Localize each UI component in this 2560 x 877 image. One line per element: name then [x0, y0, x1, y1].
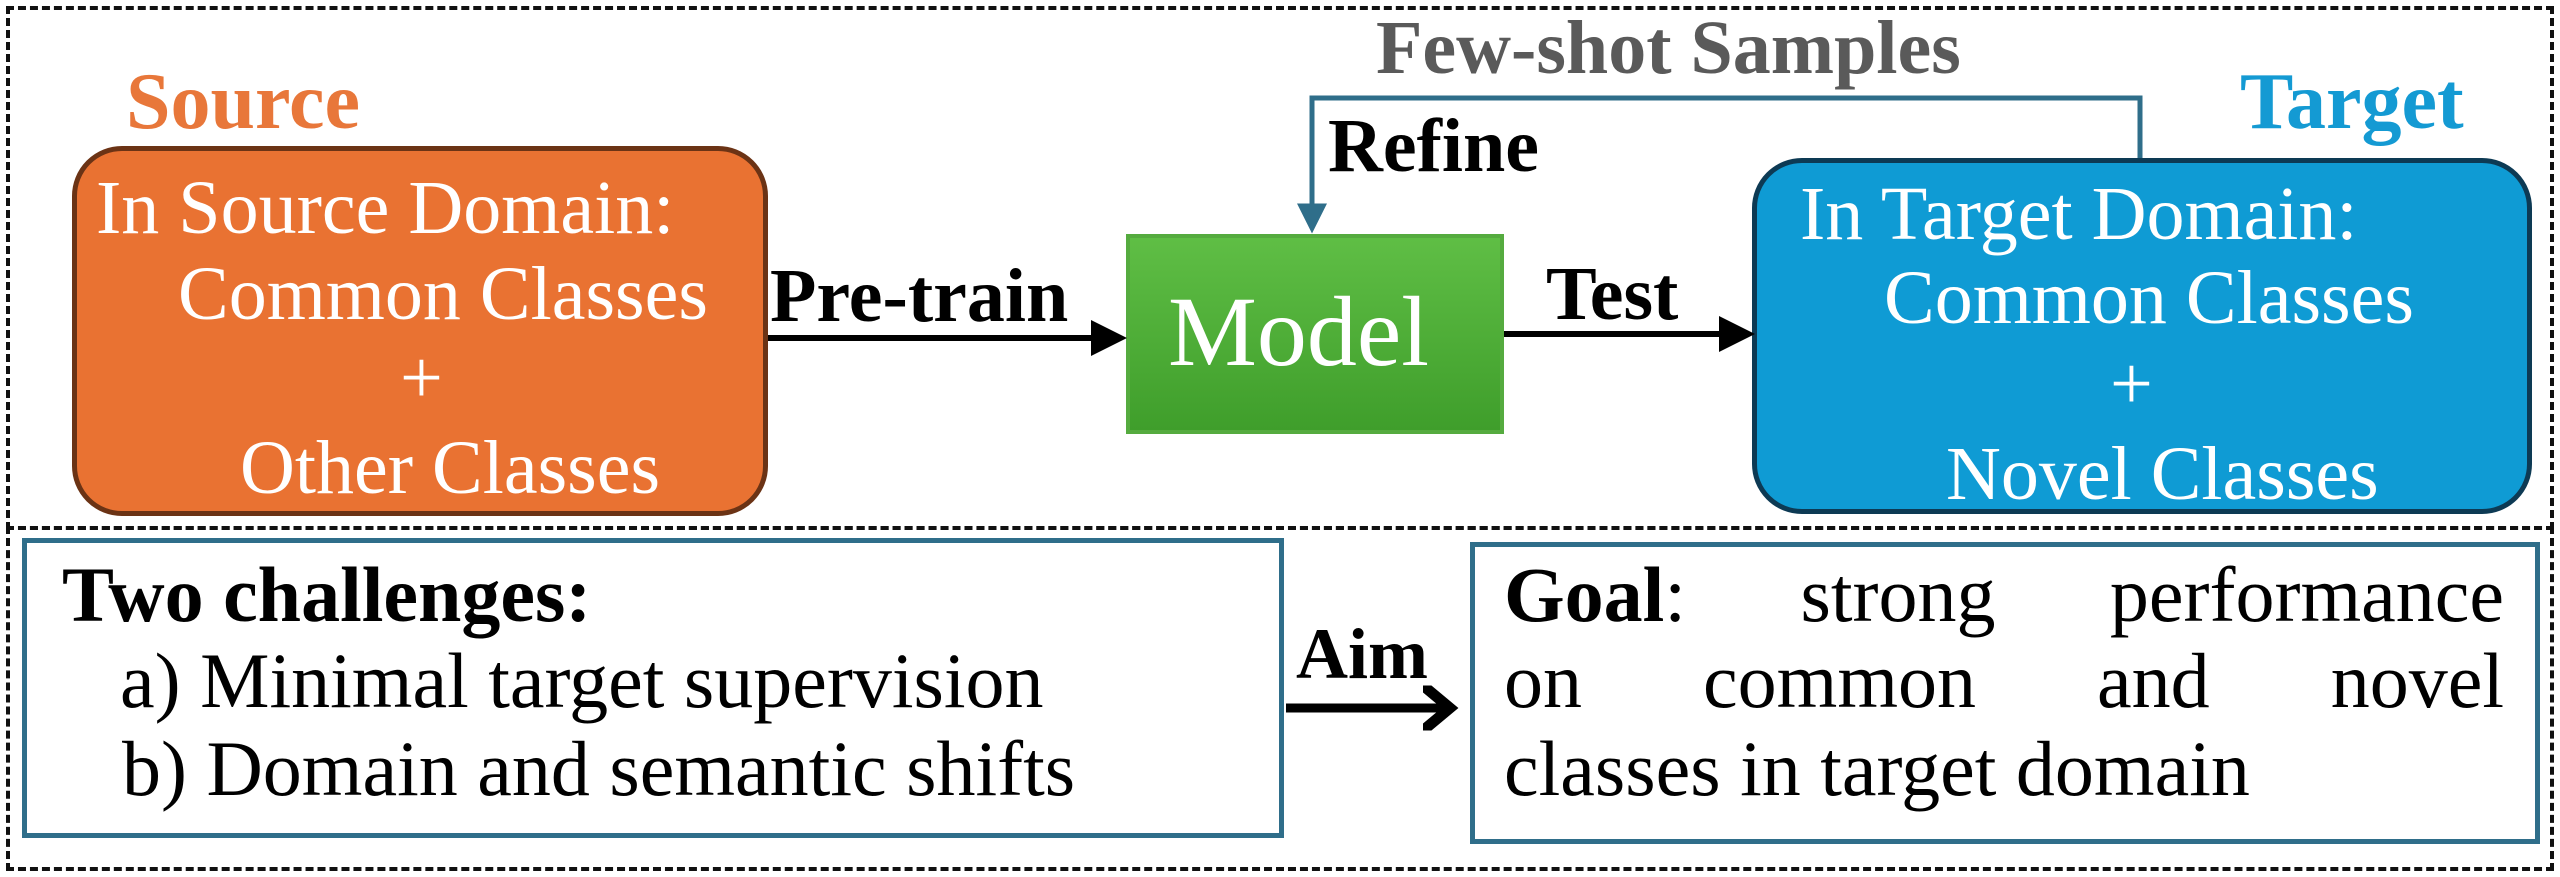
refine-arrow — [1297, 95, 2143, 234]
target-box-line4: Novel Classes — [1946, 432, 2379, 516]
challenge-b: b) Domain and semantic shifts — [122, 725, 1076, 812]
goal-box — [1470, 542, 2540, 844]
goal-line1-rest: : strong performance — [1664, 551, 2504, 638]
target-domain-box — [1752, 158, 2532, 514]
model-label: Model — [1168, 276, 1430, 387]
aim-label: Aim — [1296, 614, 1428, 694]
few-shot-samples-label: Few-shot Samples — [1376, 6, 1961, 90]
challenges-title: Two challenges: — [62, 551, 592, 638]
source-domain-box — [72, 146, 768, 516]
goal-line1: Goal: strong performance — [1504, 556, 2504, 634]
source-box-line3: + — [400, 336, 443, 420]
source-title: Source — [126, 58, 361, 146]
model-box — [1126, 234, 1504, 434]
source-box-line1: In Source Domain: — [96, 166, 675, 250]
challenge-a: a) Minimal target supervision — [120, 637, 1044, 724]
test-label: Test — [1546, 252, 1679, 336]
pretrain-label: Pre-train — [770, 254, 1069, 338]
target-box-line2: Common Classes — [1884, 256, 2414, 340]
target-title: Target — [2240, 58, 2464, 146]
source-box-line2: Common Classes — [178, 252, 708, 336]
target-box-line3: + — [2110, 342, 2153, 426]
challenges-box — [22, 538, 1284, 838]
refine-label: Refine — [1328, 104, 1540, 188]
goal-line3: classes in target domain — [1504, 725, 2250, 812]
bottom-dashed-frame — [6, 526, 2554, 871]
source-box-line4: Other Classes — [240, 426, 661, 510]
target-box-line1: In Target Domain: — [1800, 172, 2358, 256]
goal-bold: Goal — [1504, 551, 1665, 638]
goal-line2: on common and novel — [1504, 637, 2504, 724]
